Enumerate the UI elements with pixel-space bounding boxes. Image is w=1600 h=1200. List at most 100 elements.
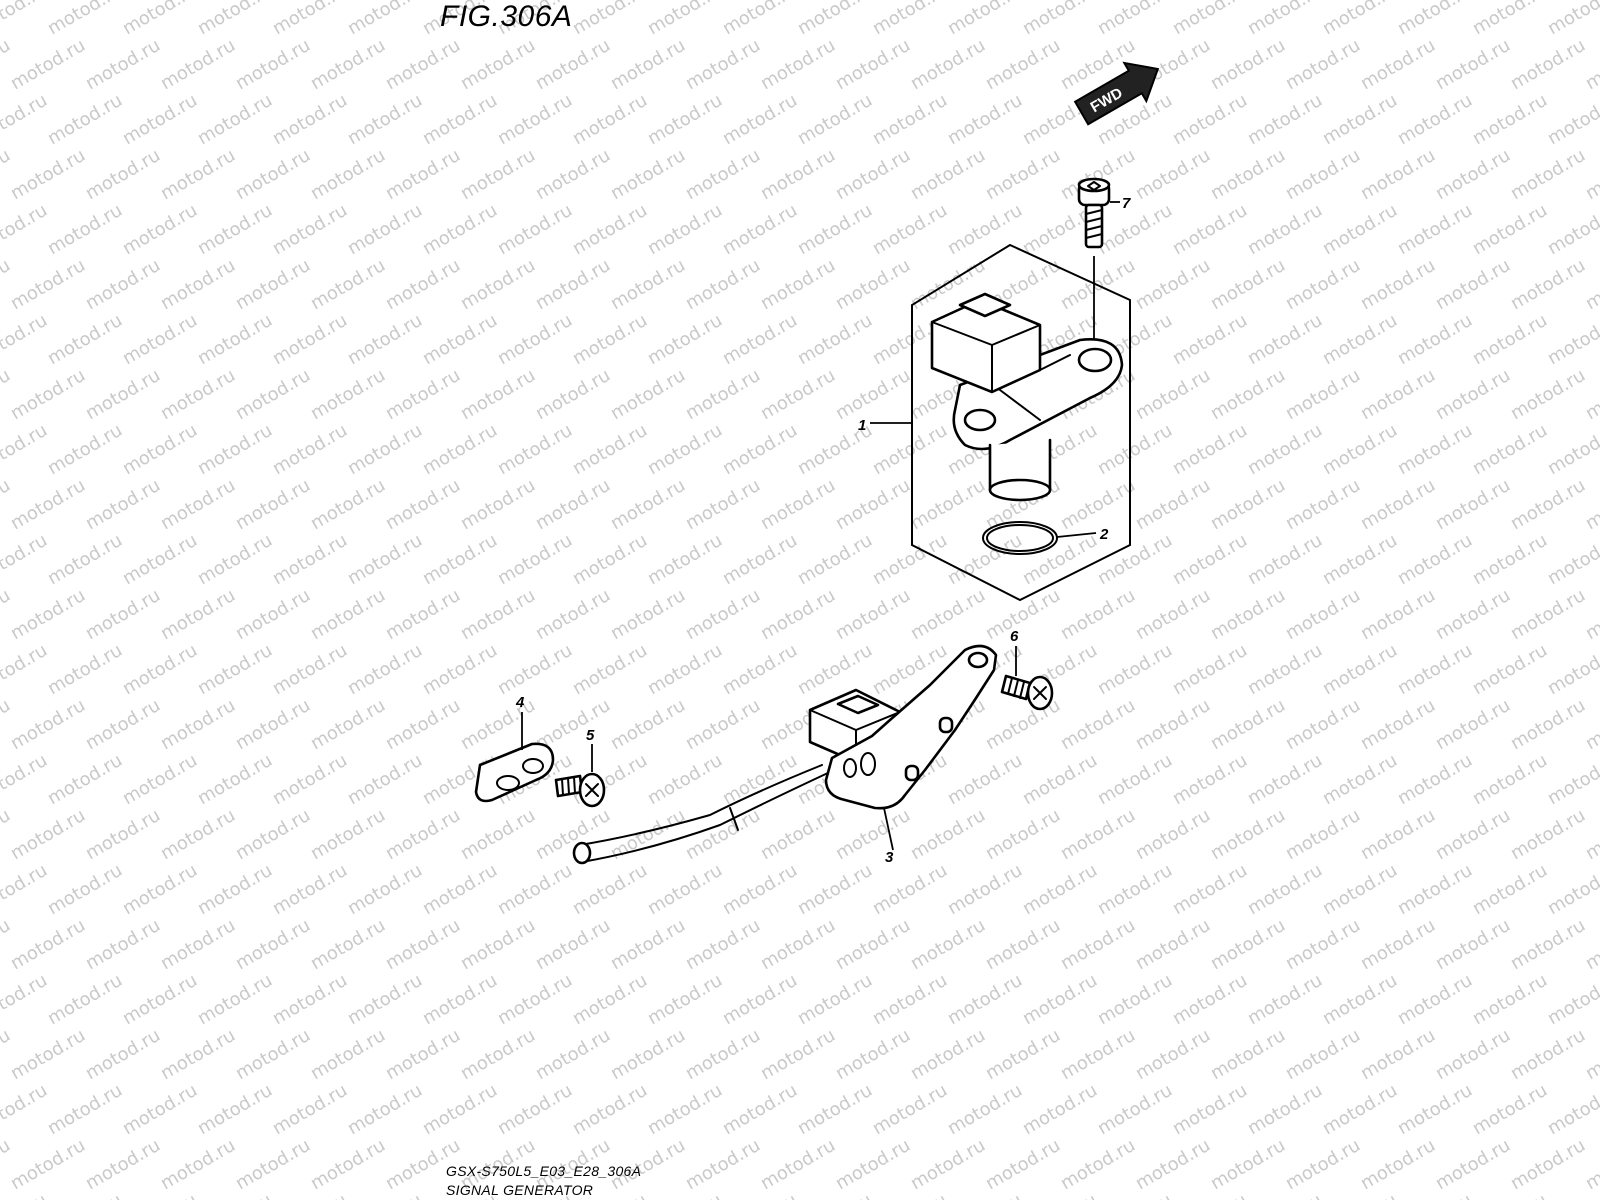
watermark-text: motod.ru xyxy=(1207,915,1289,974)
watermark-text: motod.ru xyxy=(7,255,89,314)
watermark-text: motod.ru xyxy=(794,860,876,919)
watermark-text: motod.ru xyxy=(269,90,351,149)
watermark-text: motod.ru xyxy=(457,1025,539,1084)
watermark-text: motod.ru xyxy=(1282,145,1364,204)
watermark-text: motod.ru xyxy=(1282,585,1364,644)
watermark-text: motod.ru xyxy=(644,530,726,589)
watermark-text: motod.ru xyxy=(944,1190,1026,1200)
watermark-text: motod.ru xyxy=(1282,255,1364,314)
watermark-text: motod.ru xyxy=(0,860,51,919)
watermark-text: motod.ru xyxy=(82,695,164,754)
watermark-text: motod.ru xyxy=(157,475,239,534)
watermark-text: motod.ru xyxy=(344,530,426,589)
watermark-text: motod.ru xyxy=(1469,310,1551,369)
watermark-text: motod.ru xyxy=(7,585,89,644)
watermark-text: motod.ru xyxy=(457,365,539,424)
watermark-text: motod.ru xyxy=(82,35,164,94)
watermark-text: motod.ru xyxy=(682,1025,764,1084)
watermark-text: motod.ru xyxy=(1319,970,1401,1029)
watermark-text: motod.ru xyxy=(794,0,876,39)
watermark-text: motod.ru xyxy=(194,1190,276,1200)
watermark-text: motod.ru xyxy=(1544,860,1600,919)
watermark-text: motod.ru xyxy=(757,805,839,864)
watermark-text: motod.ru xyxy=(1507,915,1589,974)
watermark-text: motod.ru xyxy=(1244,860,1326,919)
watermark-text: motod.ru xyxy=(944,0,1026,39)
watermark-text: motod.ru xyxy=(719,860,801,919)
watermark-text: motod.ru xyxy=(307,365,389,424)
watermark-text: motod.ru xyxy=(1357,805,1439,864)
watermark-text: motod.ru xyxy=(1132,695,1214,754)
watermark-text: motod.ru xyxy=(1394,310,1476,369)
watermark-text: motod.ru xyxy=(344,860,426,919)
watermark-text: motod.ru xyxy=(532,255,614,314)
watermark-text: motod.ru xyxy=(269,310,351,369)
watermark-text: motod.ru xyxy=(269,530,351,589)
watermark-text: motod.ru xyxy=(1469,640,1551,699)
watermark-text: motod.ru xyxy=(1207,1025,1289,1084)
watermark-text: motod.ru xyxy=(1507,1025,1589,1084)
watermark-text: motod.ru xyxy=(1169,90,1251,149)
watermark-text: motod.ru xyxy=(1469,750,1551,809)
watermark-text: motod.ru xyxy=(1244,200,1326,259)
callout-3: 3 xyxy=(885,849,894,866)
watermark-text: motod.ru xyxy=(869,1190,951,1200)
watermark-text: motod.ru xyxy=(569,310,651,369)
watermark-text: motod.ru xyxy=(869,0,951,39)
watermark-text: motod.ru xyxy=(1582,1135,1600,1194)
watermark-text: motod.ru xyxy=(1394,0,1476,39)
watermark-text: motod.ru xyxy=(494,970,576,1029)
watermark-text: motod.ru xyxy=(832,365,914,424)
watermark-text: motod.ru xyxy=(1207,585,1289,644)
watermark-text: motod.ru xyxy=(419,860,501,919)
watermark-text: motod.ru xyxy=(382,585,464,644)
watermark-text: motod.ru xyxy=(1207,475,1289,534)
watermark-text: motod.ru xyxy=(1394,640,1476,699)
watermark-text: motod.ru xyxy=(569,640,651,699)
watermark-text: motod.ru xyxy=(569,420,651,479)
watermark-text: motod.ru xyxy=(869,970,951,1029)
watermark-text: motod.ru xyxy=(157,585,239,644)
watermark-text: motod.ru xyxy=(532,35,614,94)
watermark-text: motod.ru xyxy=(419,310,501,369)
watermark-text: motod.ru xyxy=(644,200,726,259)
watermark-text: motod.ru xyxy=(682,585,764,644)
watermark-text: motod.ru xyxy=(1319,530,1401,589)
watermark-text: motod.ru xyxy=(1432,695,1514,754)
watermark-text: motod.ru xyxy=(82,475,164,534)
watermark-text: motod.ru xyxy=(44,860,126,919)
watermark-text: motod.ru xyxy=(157,255,239,314)
watermark-text: motod.ru xyxy=(1582,35,1600,94)
watermark-text: motod.ru xyxy=(1582,1025,1600,1084)
watermark-text: motod.ru xyxy=(607,145,689,204)
watermark-text: motod.ru xyxy=(794,90,876,149)
watermark-text: motod.ru xyxy=(344,1080,426,1139)
watermark-text: motod.ru xyxy=(1169,310,1251,369)
watermark-text: motod.ru xyxy=(1432,1135,1514,1194)
signal-generator-part-3 xyxy=(572,644,998,865)
watermark-text: motod.ru xyxy=(194,200,276,259)
watermark-text: motod.ru xyxy=(419,90,501,149)
watermark-text: motod.ru xyxy=(1432,365,1514,424)
watermark-text: motod.ru xyxy=(794,970,876,1029)
watermark-text: motod.ru xyxy=(382,915,464,974)
watermark-text: motod.ru xyxy=(1244,0,1326,39)
watermark-text: motod.ru xyxy=(757,35,839,94)
watermark-text: motod.ru xyxy=(344,1190,426,1200)
watermark-text: motod.ru xyxy=(682,145,764,204)
watermark-text: motod.ru xyxy=(907,915,989,974)
watermark-text: motod.ru xyxy=(907,1135,989,1194)
watermark-text: motod.ru xyxy=(1207,35,1289,94)
watermark-text: motod.ru xyxy=(982,695,1064,754)
watermark-text: motod.ru xyxy=(382,365,464,424)
watermark-text: motod.ru xyxy=(44,310,126,369)
watermark-text: motod.ru xyxy=(419,420,501,479)
watermark-text: motod.ru xyxy=(44,200,126,259)
watermark-text: motod.ru xyxy=(1057,805,1139,864)
watermark-text: motod.ru xyxy=(1094,420,1176,479)
watermark-text: motod.ru xyxy=(44,970,126,1029)
watermark-text: motod.ru xyxy=(1582,585,1600,644)
watermark-text: motod.ru xyxy=(757,915,839,974)
watermark-text: motod.ru xyxy=(7,145,89,204)
